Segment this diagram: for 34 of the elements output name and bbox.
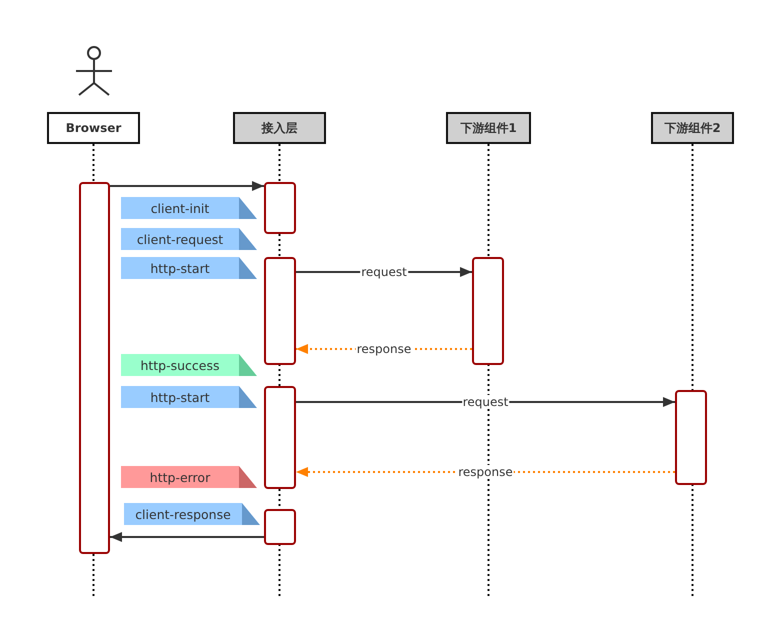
note-text: http-start <box>150 390 210 404</box>
participant-name: Browser <box>66 121 122 135</box>
note-text: client-response <box>135 506 231 522</box>
participant-box <box>446 112 531 144</box>
note-box <box>121 466 257 488</box>
edge-label: request <box>360 265 408 279</box>
activation-bar <box>675 390 707 485</box>
edge-label: response <box>457 465 514 479</box>
note-box <box>121 228 257 250</box>
edge-label: request <box>462 395 510 409</box>
note-text: client-request <box>136 232 224 246</box>
note-box <box>121 386 257 408</box>
note-box <box>121 197 257 219</box>
note-box <box>121 257 257 279</box>
activation-bar <box>264 182 296 234</box>
activation-bar <box>264 509 296 545</box>
participant-name: 接入层 <box>262 120 298 136</box>
message-arrow <box>110 181 264 191</box>
note-box <box>124 503 260 525</box>
activation-bar <box>472 257 504 365</box>
participant-box <box>233 112 326 144</box>
note-text: http-error <box>150 470 210 484</box>
note-box <box>121 354 257 376</box>
activation-bar <box>264 257 296 365</box>
message-arrow <box>110 532 264 542</box>
activation-bar <box>264 386 296 489</box>
note-text: http-success <box>140 358 220 372</box>
participant-box <box>47 112 140 144</box>
participant-name: 下游组件2 <box>664 120 721 136</box>
activation-bar <box>79 182 110 554</box>
note-text: http-start <box>150 260 210 276</box>
participant-box <box>651 112 734 144</box>
participant-name: 下游组件1 <box>460 120 517 136</box>
note-text: client-init <box>150 200 210 216</box>
